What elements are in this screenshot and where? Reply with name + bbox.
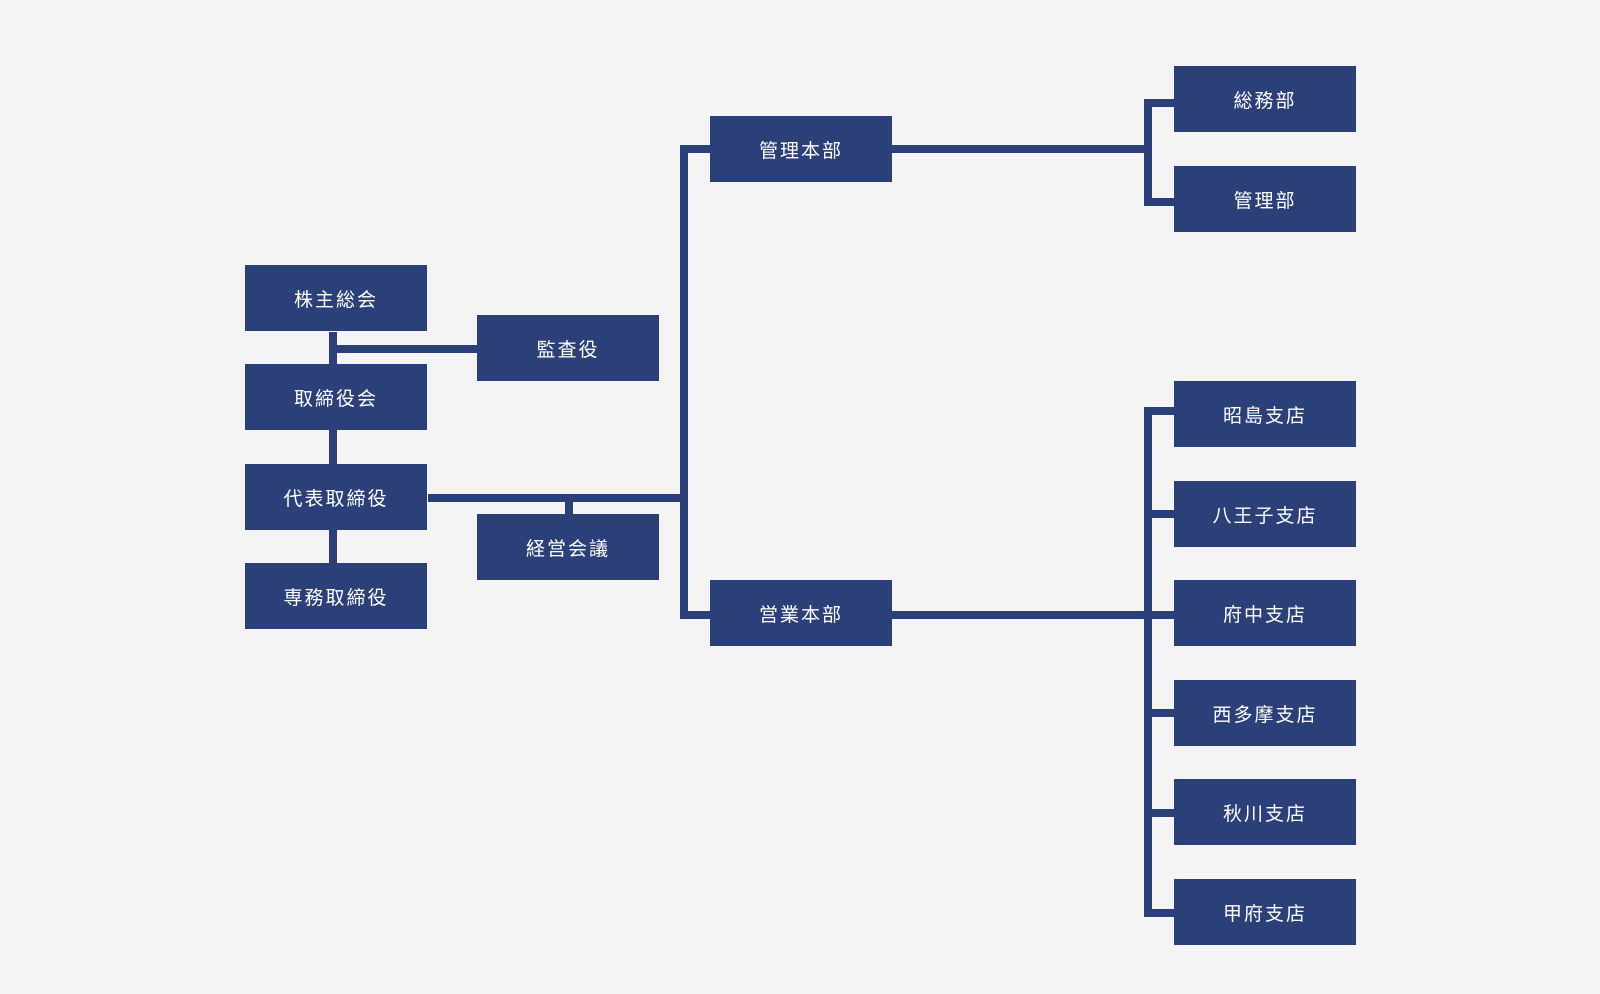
connector-sales-hq-right xyxy=(892,611,1152,619)
box-management-meeting: 経営会議 xyxy=(477,514,659,580)
connector-representative-main xyxy=(428,494,684,502)
connector-admin-dept-1 xyxy=(1144,99,1176,107)
box-branch-nishitama: 西多摩支店 xyxy=(1174,680,1356,746)
box-branch-kofu: 甲府支店 xyxy=(1174,879,1356,945)
connector-branch-1 xyxy=(1144,407,1176,415)
connector-branch-4 xyxy=(1144,709,1176,717)
box-admin-hq: 管理本部 xyxy=(710,116,892,182)
connector-branch-3 xyxy=(1144,611,1176,619)
connector-center-spine xyxy=(680,145,688,619)
box-branch-akigawa: 秋川支店 xyxy=(1174,779,1356,845)
box-representative-director: 代表取締役 xyxy=(245,464,427,530)
box-board-of-directors: 取締役会 xyxy=(245,364,427,430)
connector-sales-hq xyxy=(680,611,712,619)
connector-admin-spine xyxy=(1144,99,1152,206)
connector-admin-dept-2 xyxy=(1144,198,1176,206)
connector-branch-2 xyxy=(1144,510,1176,518)
box-admin-dept-administration: 管理部 xyxy=(1174,166,1356,232)
connector-admin-hq-right xyxy=(892,145,1152,153)
connector-branch-6 xyxy=(1144,909,1176,917)
connector-left-spine xyxy=(329,332,337,563)
box-admin-dept-general-affairs: 総務部 xyxy=(1174,66,1356,132)
box-branch-fuchu: 府中支店 xyxy=(1174,580,1356,646)
connector-sales-spine xyxy=(1144,407,1152,917)
connector-management-meeting xyxy=(565,494,573,514)
box-auditor: 監査役 xyxy=(477,315,659,381)
box-branch-akishima: 昭島支店 xyxy=(1174,381,1356,447)
connector-auditor xyxy=(329,345,477,353)
connector-branch-5 xyxy=(1144,809,1176,817)
box-branch-hachioji: 八王子支店 xyxy=(1174,481,1356,547)
box-sales-hq: 営業本部 xyxy=(710,580,892,646)
connector-admin-hq xyxy=(680,145,712,153)
box-executive-director: 専務取締役 xyxy=(245,563,427,629)
box-shareholders-meeting: 株主総会 xyxy=(245,265,427,331)
